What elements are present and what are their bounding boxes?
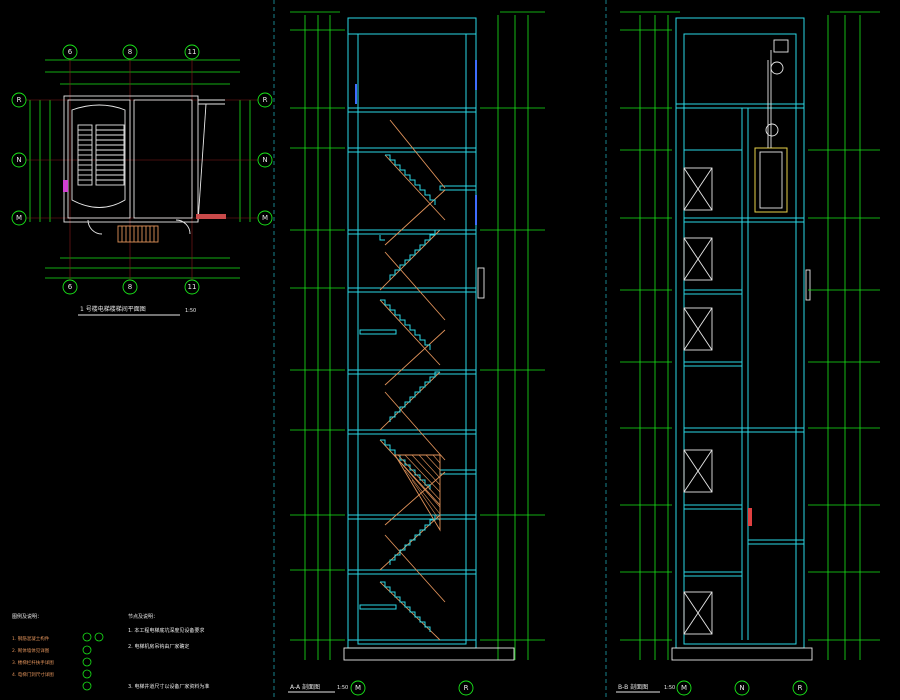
plan-scale: 1:50: [185, 308, 196, 314]
aa-axis-r: R: [464, 684, 469, 692]
note-item-3: 3. 电梯井道尺寸以设备厂家资料为准: [128, 683, 209, 690]
bb-elevator-doors: [683, 167, 713, 635]
plan-axis-right-m: M: [262, 214, 268, 222]
note-item-2: 2. 电梯机房吊钩由厂家确定: [128, 643, 189, 650]
plan-title: 1 号楼电梯楼梯间平面图: [80, 305, 146, 313]
legend-item-2: 2. 砌体墙体见详图: [12, 647, 50, 654]
plan-axis-left-m: M: [16, 214, 22, 222]
bb-axis-mid: N: [739, 684, 744, 692]
aa-axis-m: M: [355, 684, 361, 692]
plan-axis-bottom-6: 6: [68, 283, 73, 291]
plan-axis-left-r: R: [17, 96, 22, 104]
notes-title: 节点及说明：: [128, 613, 158, 620]
aa-hatched-flight: [394, 454, 441, 532]
section-bb-scale: 1:50: [664, 685, 675, 691]
plan-axis-bottom-8: 8: [128, 283, 132, 291]
bb-axis-m: M: [681, 684, 687, 692]
section-aa-scale: 1:50: [337, 685, 348, 691]
note-item-1: 1. 本工程电梯底坑深度见设备要求: [128, 627, 204, 634]
plan-axis-top-8: 8: [128, 48, 132, 56]
plan-axis-top-11: 11: [188, 48, 197, 56]
plan-axis-right-r: R: [263, 96, 268, 104]
plan-axis-right-n: N: [262, 156, 267, 164]
bb-elevator-car: [754, 39, 789, 213]
plan-axis-bottom-11: 11: [188, 283, 197, 291]
section-aa: M R A-A 剖面图 1:50: [288, 11, 545, 696]
section-bb: M N R B-B 剖面图 1:50: [616, 11, 880, 696]
notes-block: 图例及说明： 1. 钢筋混凝土构件 2. 砌体墙体见详图 3. 楼梯栏杆扶手详图…: [12, 613, 209, 691]
section-aa-title: A-A 剖面图: [290, 683, 320, 691]
legend-item-3: 3. 楼梯栏杆扶手详图: [12, 659, 54, 666]
legend-item-4: 4. 电梯门洞尺寸详图: [12, 671, 54, 678]
legend-item-1: 1. 钢筋混凝土构件: [12, 635, 50, 642]
floor-plan: 6 8 11 6 8 11 R N M R N M 1 号楼电梯楼梯间平面图 1…: [11, 44, 273, 316]
plan-axis-left-n: N: [16, 156, 21, 164]
section-bb-title: B-B 剖面图: [618, 683, 648, 691]
aa-floor-slabs: [348, 107, 476, 641]
plan-axis-top-6: 6: [68, 48, 73, 56]
legend-title: 图例及说明：: [12, 613, 42, 620]
bb-axis-r: R: [798, 684, 803, 692]
